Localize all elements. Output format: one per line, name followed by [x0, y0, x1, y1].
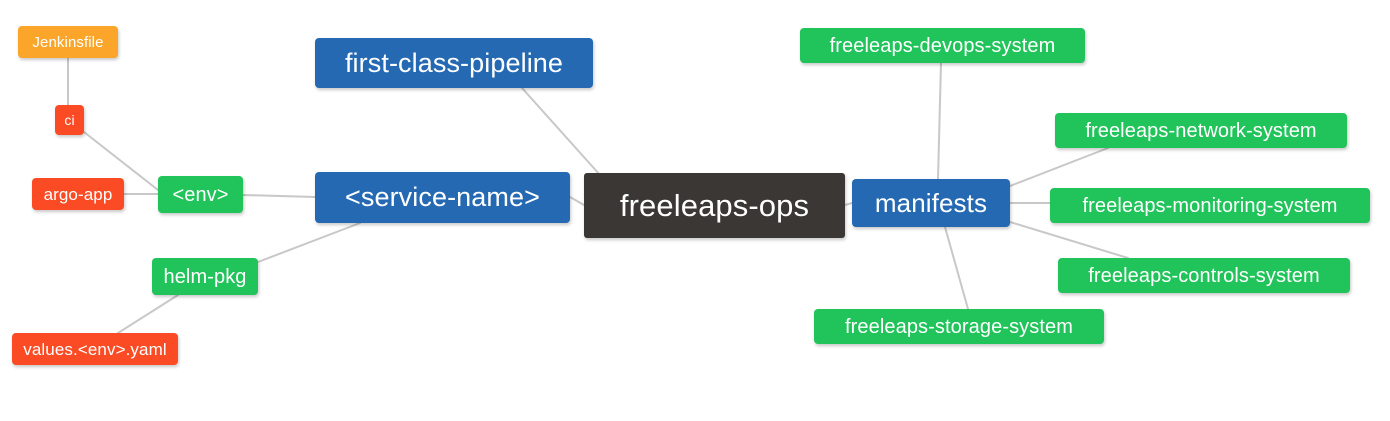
node-label: freeleaps-monitoring-system [1082, 194, 1338, 217]
node-label: <service-name> [345, 182, 540, 212]
node-argo-app[interactable]: argo-app [32, 178, 124, 210]
node-first-class[interactable]: first-class-pipeline [315, 38, 593, 88]
node-network-system[interactable]: freeleaps-network-system [1055, 113, 1347, 148]
node-label: <env> [172, 183, 229, 206]
edge-service-name-to-env [242, 194, 316, 198]
node-label: freeleaps-network-system [1085, 119, 1317, 142]
node-label: freeleaps-storage-system [844, 315, 1074, 338]
node-label: freeleaps-devops-system [829, 34, 1056, 57]
node-label: freeleaps-controls-system [1088, 264, 1320, 287]
node-label: argo-app [43, 184, 113, 204]
node-label: helm-pkg [163, 265, 247, 288]
node-controls-system[interactable]: freeleaps-controls-system [1058, 258, 1350, 293]
edge-manifests-to-controls-system [1009, 221, 1129, 259]
edge-manifests-to-devops-system [937, 62, 942, 180]
node-label: manifests [874, 188, 988, 218]
node-label: freeleaps-ops [619, 188, 810, 223]
edge-root-to-manifests [844, 202, 853, 206]
edge-root-to-service-name [569, 196, 585, 206]
node-devops-system[interactable]: freeleaps-devops-system [800, 28, 1085, 63]
node-monitoring-sys[interactable]: freeleaps-monitoring-system [1050, 188, 1370, 223]
node-ci[interactable]: ci [55, 105, 84, 135]
edge-helm-pkg-to-values-yaml [117, 294, 179, 334]
node-label: ci [64, 112, 75, 128]
node-label: first-class-pipeline [344, 47, 564, 78]
edge-manifests-to-network-system [1009, 147, 1109, 187]
node-service-name[interactable]: <service-name> [315, 172, 570, 223]
edge-service-name-to-helm-pkg [257, 222, 361, 263]
edge-manifests-to-storage-system [944, 226, 969, 310]
node-storage-system[interactable]: freeleaps-storage-system [814, 309, 1104, 344]
node-root[interactable]: freeleaps-ops [584, 173, 845, 238]
edge-root-to-first-class [521, 87, 601, 176]
node-label: values.<env>.yaml [23, 339, 167, 359]
node-values-yaml[interactable]: values.<env>.yaml [12, 333, 178, 365]
node-jenkinsfile[interactable]: Jenkinsfile [18, 26, 118, 58]
node-helm-pkg[interactable]: helm-pkg [152, 258, 258, 295]
node-env[interactable]: <env> [158, 176, 243, 213]
node-label: Jenkinsfile [32, 33, 104, 51]
node-manifests[interactable]: manifests [852, 179, 1010, 227]
